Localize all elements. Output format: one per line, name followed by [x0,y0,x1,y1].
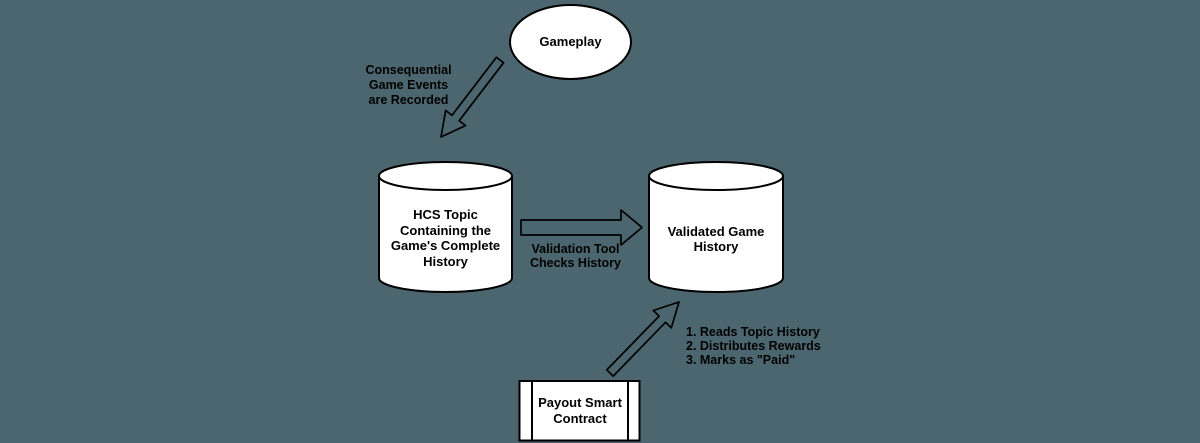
hcs-topic-label-line: HCS Topic [413,207,478,222]
validated-history-cylinder [648,161,784,293]
payout-contract-label-line: Contract [553,410,607,426]
hcs-topic-label-line: History [423,253,468,269]
hcs-topic-label-line: Game's Complete [390,238,501,253]
validated-history-label-line: Validated Game [667,224,765,239]
validation-arrow [520,209,643,246]
record-events-edge-label-line: Game Events [368,78,449,92]
payout-contract-label: Payout Smart Contract [533,395,627,426]
gameplay-label-text: Gameplay [539,34,602,49]
record-events-edge-label: Consequential Game Events are Recorded [348,63,469,108]
hcs-topic-label-line: Containing the [400,222,491,238]
hcs-topic-cylinder [378,161,513,293]
record-events-edge-label-line: are Recorded [368,93,449,107]
validation-edge-label-line: Checks History [529,256,621,270]
validation-edge-label-line: Validation Tool [531,242,620,256]
payout-steps-edge-label-line: 3. Marks as "Paid" [686,353,796,367]
record-events-arrow [440,56,505,138]
validated-history-cylinder-lid [648,175,784,191]
payout-contract-box [518,380,641,442]
validated-history-label-line: History [693,239,739,254]
validation-edge-label: Validation Tool Checks History [515,242,636,270]
hcs-topic-cylinder-lid [378,175,513,191]
record-events-edge-label-line: Consequential [365,63,452,77]
gameplay-label: Gameplay [510,34,631,50]
payout-steps-edge-label-line: 2. Distributes Rewards [686,339,821,353]
payout-steps-edge-label-line: 1. Reads Topic History [686,325,820,339]
validated-history-label: Validated Game History [649,224,783,254]
payout-contract-label-line: Payout Smart [538,395,622,410]
payout-steps-edge-label: 1. Reads Topic History 2. Distributes Re… [686,325,836,367]
payout-arrow [605,301,680,377]
gameplay-node [509,4,632,80]
hcs-topic-label: HCS Topic Containing the Game's Complete… [379,207,512,269]
